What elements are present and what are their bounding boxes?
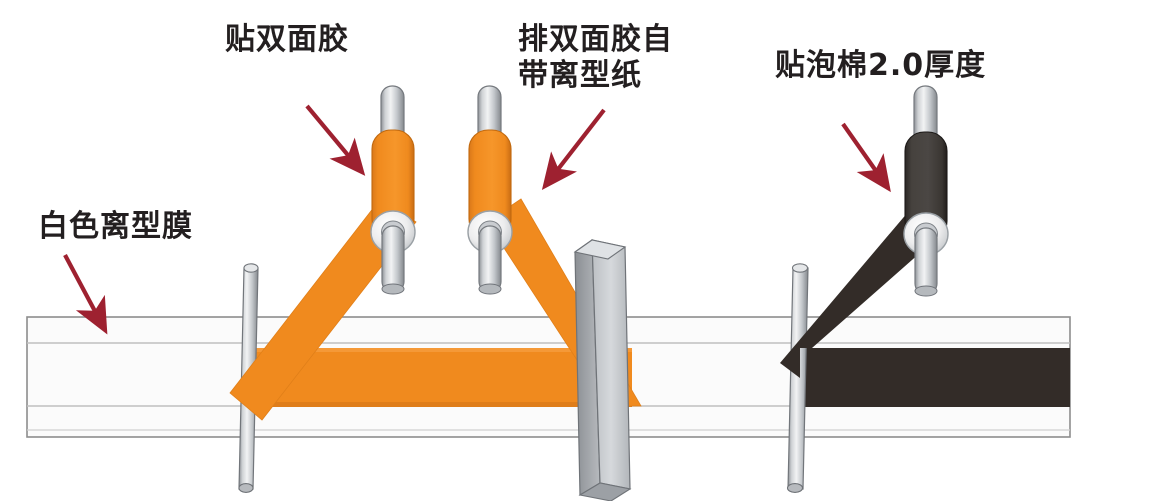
tape-roll-station-1: [370, 85, 416, 295]
arrow-apply-foam: [841, 122, 891, 193]
arrow-apply-double-sided-tape: [305, 104, 366, 176]
label-apply-double-sided-tape: 贴双面胶: [225, 22, 349, 57]
arrow-double-sided-tape-release-paper: [541, 108, 606, 190]
black-foam-band-on-web: [800, 348, 1070, 407]
idler-rod-foam-station: [786, 263, 809, 493]
foam-roll-station-3: [903, 85, 949, 297]
label-apply-foam-2-0-thickness: 贴泡棉2.0厚度: [775, 48, 987, 83]
foam-path-station-3: [780, 205, 946, 378]
label-double-sided-tape-with-release-paper: 排双面胶自 带离型纸: [518, 22, 673, 93]
arrow-white-release-film: [63, 254, 108, 335]
stripper-blade: [573, 238, 632, 501]
tape-roll-station-2: [467, 85, 513, 295]
annotation-arrows: [63, 104, 891, 335]
orange-tape-band-on-web: [250, 348, 632, 407]
label-white-release-film: 白色离型膜: [38, 209, 193, 244]
